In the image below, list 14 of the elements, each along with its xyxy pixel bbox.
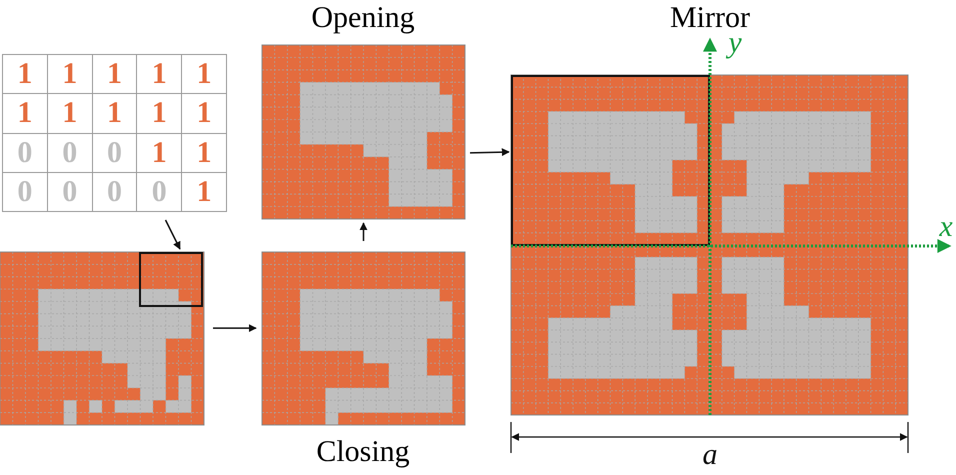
table-cell: 1 [181, 54, 227, 94]
highlight-box [139, 252, 203, 307]
arrow [164, 220, 181, 250]
arrow [470, 148, 510, 156]
table-cell: 1 [181, 172, 227, 212]
arrow [360, 222, 368, 241]
axis-label: x [939, 212, 953, 242]
table-cell: 0 [2, 172, 48, 212]
dimension-label: a [702, 440, 718, 470]
quadrant-box [511, 75, 710, 246]
table-cell: 1 [2, 54, 48, 94]
grid-title: Closing [316, 437, 410, 467]
arrow [213, 324, 257, 332]
grid-title: Opening [311, 3, 415, 33]
